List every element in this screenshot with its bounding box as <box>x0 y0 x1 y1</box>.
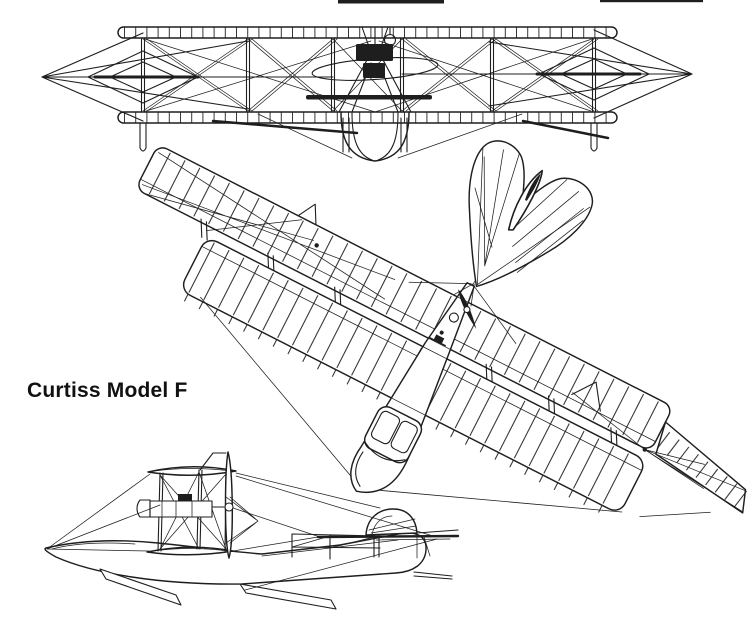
propeller-hub-side <box>224 502 234 512</box>
hull-plan <box>350 282 475 494</box>
upper-wing-side <box>147 466 237 476</box>
side-view-drawing <box>44 451 460 610</box>
wingtip-floats <box>139 122 598 152</box>
wingtip-wires <box>141 152 396 300</box>
tail-side <box>232 472 460 591</box>
rotated-plan-view-drawing <box>138 140 749 518</box>
engine-a-frame <box>338 44 412 113</box>
scan-artifact-bar <box>600 0 703 3</box>
left-kingpost <box>297 203 317 226</box>
interplane-struts-plan <box>200 218 618 450</box>
scan-artifact-bar <box>338 0 444 4</box>
engine-cylinders <box>178 494 192 501</box>
right-aileron-outrigger <box>401 29 693 119</box>
pulley <box>383 33 397 47</box>
deck-fitting <box>433 334 445 344</box>
drawing-title: Curtiss Model F <box>27 379 188 402</box>
bow-wires <box>46 473 161 552</box>
left-aileron-outrigger <box>41 32 334 122</box>
upper-wing <box>117 26 618 39</box>
deck-hatch <box>448 312 459 323</box>
propeller-hub-plan <box>463 306 471 314</box>
elevator-side <box>416 529 459 534</box>
hull-front <box>340 111 410 162</box>
seat-beam <box>306 95 432 100</box>
right-aileron-panel <box>655 421 747 514</box>
hull-side <box>44 532 453 610</box>
tail-booms <box>408 204 523 344</box>
engine-block <box>356 44 393 61</box>
engine-pylon <box>361 26 389 45</box>
front-view-drawing <box>41 0 703 162</box>
engine-crankcase <box>363 63 385 78</box>
engine-side <box>149 500 213 518</box>
right-kingpost <box>571 381 601 412</box>
tail-boom-wires <box>232 472 438 591</box>
stabilizer-side <box>316 534 460 539</box>
spray-strips <box>211 119 610 140</box>
keel-fin <box>99 568 182 606</box>
fin-side <box>365 508 418 536</box>
tailplane-plan <box>468 140 594 288</box>
keel-fin <box>239 583 337 610</box>
pilot-seat <box>136 499 151 518</box>
lower-wing <box>117 111 618 124</box>
